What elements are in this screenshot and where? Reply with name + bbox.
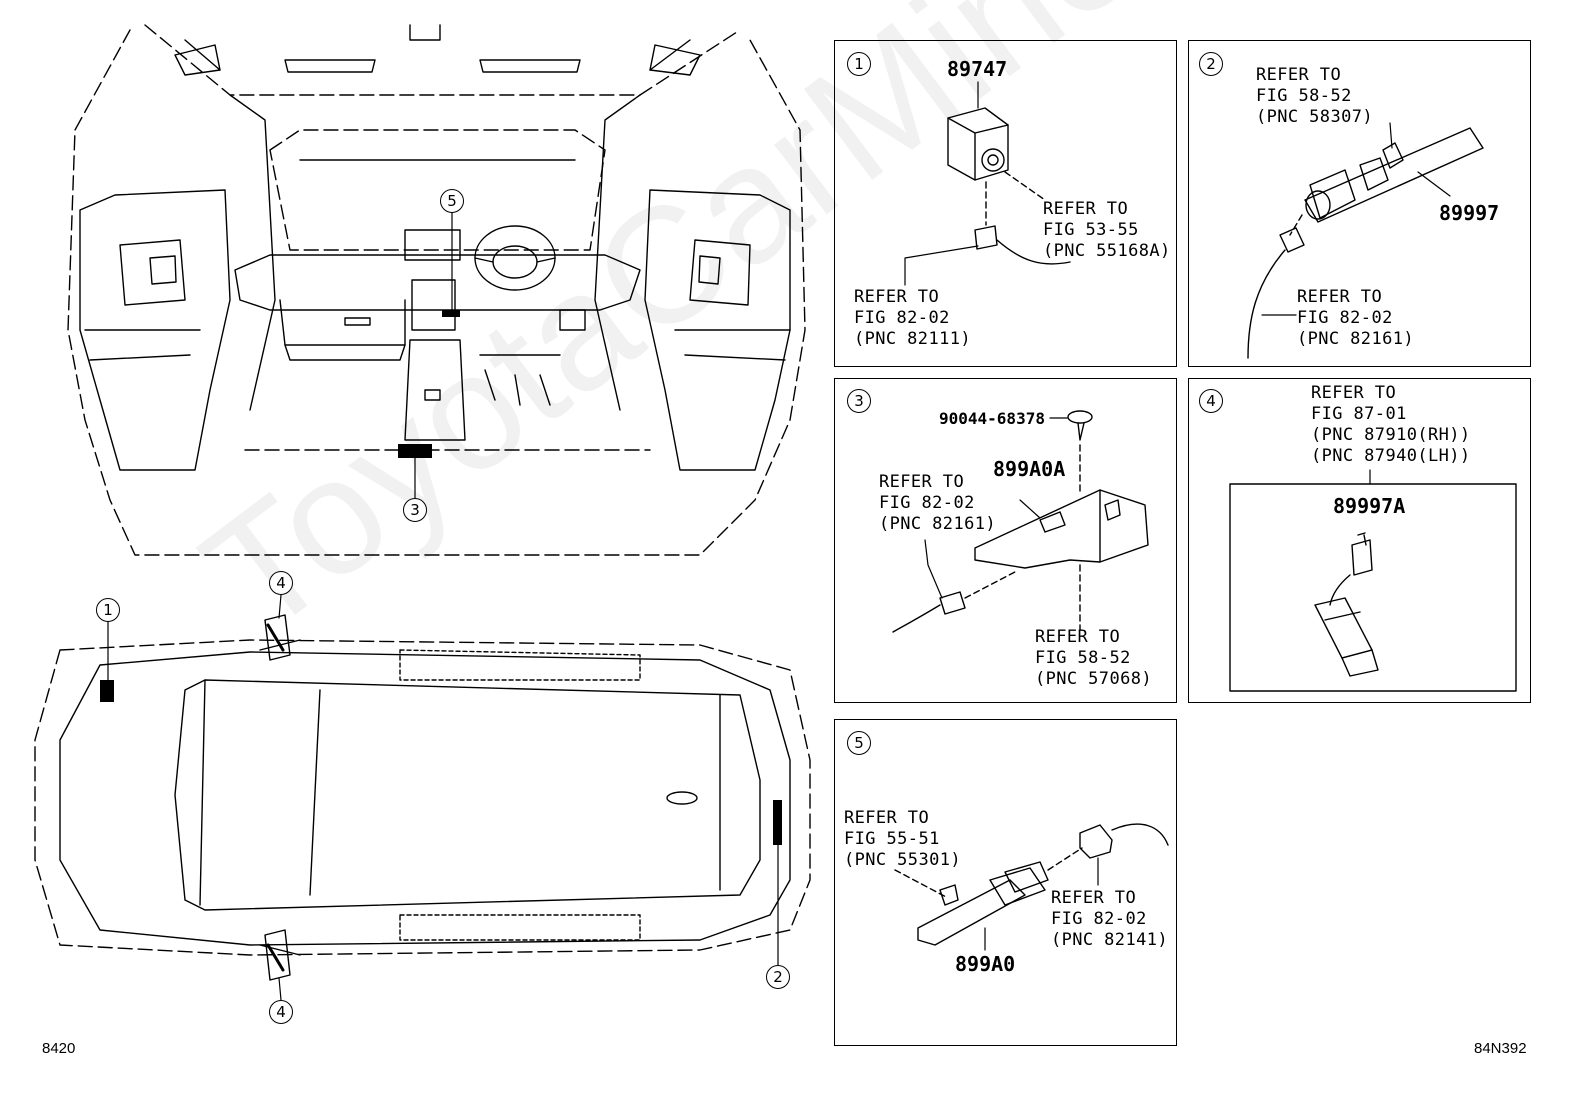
panel-1-art (904, 81, 1071, 286)
part-number-899A0[interactable]: 899A0 (955, 952, 1016, 976)
part-number-89747[interactable]: 89747 (947, 57, 1008, 81)
ref-line: FIG 82-02 (854, 308, 950, 328)
ref-line: REFER TO (879, 472, 965, 492)
part-number-899A0A[interactable]: 899A0A (993, 457, 1066, 481)
panel-2: 2 REFER TO FIG 58-52 (PNC 58307) 89997 R… (1188, 40, 1531, 367)
part-number-89997A[interactable]: 89997A (1333, 494, 1406, 518)
part-number-90044-68378[interactable]: 90044-68378 (939, 409, 1045, 428)
ref-line: REFER TO (1035, 627, 1121, 647)
panel-5-art (894, 823, 1169, 951)
panel-3-number: 3 (847, 389, 871, 413)
callout-3-interior: 3 (403, 498, 427, 522)
panel-4-number: 4 (1199, 389, 1223, 413)
ref-line: FIG 55-51 (844, 829, 940, 849)
panel-5-number: 5 (847, 731, 871, 755)
ref-line: (PNC 58307) (1256, 107, 1373, 127)
panel-2-art (1247, 122, 1484, 359)
panel-5-ref-a[interactable]: REFER TO FIG 55-51 (PNC 55301) (844, 808, 961, 871)
ref-line: (PNC 82161) (879, 514, 996, 534)
panel-4-art (1229, 469, 1517, 692)
figure-number: 8420 (42, 1040, 76, 1057)
ref-line: REFER TO (854, 287, 940, 307)
panel-2-ref-b[interactable]: REFER TO FIG 82-02 (PNC 82161) (1297, 287, 1414, 350)
callout-5-interior: 5 (440, 189, 464, 213)
callout-1-top: 1 (96, 598, 120, 622)
ref-line: FIG 82-02 (1297, 308, 1393, 328)
ref-line: FIG 58-52 (1035, 648, 1131, 668)
panel-3-ref-b[interactable]: REFER TO FIG 58-52 (PNC 57068) (1035, 627, 1152, 690)
panel-1: 1 89747 REFER TO FIG 53-55 (PNC 55168A) … (834, 40, 1177, 367)
panel-3-ref-a[interactable]: REFER TO FIG 82-02 (PNC 82161) (879, 472, 996, 535)
vehicle-top-view (34, 594, 811, 1001)
ref-line: (PNC 82161) (1297, 329, 1414, 349)
ref-line: FIG 87-01 (1311, 404, 1407, 424)
ref-line: REFER TO (1297, 287, 1383, 307)
ref-line: (PNC 87940(LH)) (1311, 446, 1471, 466)
ref-line: (PNC 87910(RH)) (1311, 425, 1471, 445)
panel-3: 3 90044-68378 899A0A REFER TO FIG 82-02 … (834, 378, 1177, 703)
ref-line: (PNC 57068) (1035, 669, 1152, 689)
panel-2-number: 2 (1199, 52, 1223, 76)
illustration-code: 84N392 (1474, 1040, 1527, 1057)
ref-line: REFER TO (1051, 888, 1137, 908)
ref-line: REFER TO (1311, 383, 1397, 403)
ref-line: FIG 82-02 (1051, 909, 1147, 929)
ref-line: REFER TO (1043, 199, 1129, 219)
callout-4-top-lh: 4 (269, 1000, 293, 1024)
ref-line: FIG 58-52 (1256, 86, 1352, 106)
ref-line: (PNC 82141) (1051, 930, 1168, 950)
ref-line: FIG 53-55 (1043, 220, 1139, 240)
ref-line: (PNC 55301) (844, 850, 961, 870)
panel-5-ref-b[interactable]: REFER TO FIG 82-02 (PNC 82141) (1051, 888, 1168, 951)
panel-1-ref-a[interactable]: REFER TO FIG 53-55 (PNC 55168A) (1043, 199, 1171, 262)
panel-2-ref-a[interactable]: REFER TO FIG 58-52 (PNC 58307) (1256, 65, 1373, 128)
panel-5: 5 REFER TO FIG 55-51 (PNC 55301) REFER T… (834, 719, 1177, 1046)
ref-line: REFER TO (1256, 65, 1342, 85)
part-number-89997[interactable]: 89997 (1439, 201, 1500, 225)
panel-1-ref-b[interactable]: REFER TO FIG 82-02 (PNC 82111) (854, 287, 971, 350)
panel-4: 4 REFER TO FIG 87-01 (PNC 87910(RH)) (PN… (1188, 378, 1531, 703)
ref-line: (PNC 82111) (854, 329, 971, 349)
panel-1-number: 1 (847, 52, 871, 76)
interior-view (67, 24, 806, 556)
ref-line: FIG 82-02 (879, 493, 975, 513)
callout-2-top: 2 (766, 965, 790, 989)
panel-3-art (892, 410, 1149, 633)
callout-4-top-rh: 4 (269, 571, 293, 595)
panel-4-ref-a[interactable]: REFER TO FIG 87-01 (PNC 87910(RH)) (PNC … (1311, 383, 1471, 467)
ref-line: REFER TO (844, 808, 930, 828)
ref-line: (PNC 55168A) (1043, 241, 1171, 261)
